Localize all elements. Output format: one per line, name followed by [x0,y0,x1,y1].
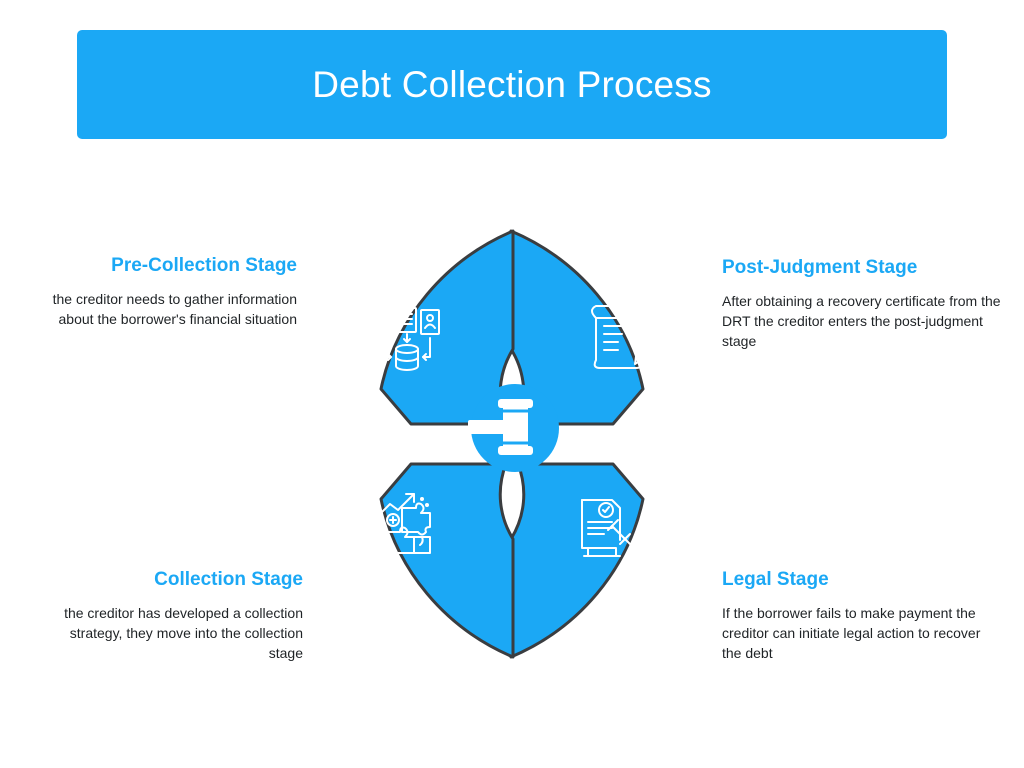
gavel-icon [468,399,533,455]
stage-description: the creditor needs to gather information… [52,291,297,327]
center-badge [468,384,559,472]
stage-heading: Legal Stage [722,569,829,590]
segment-collection [379,462,515,659]
stage-legal: Legal Stage If the borrower fails to mak… [722,569,992,663]
stage-heading: Pre-Collection Stage [111,255,297,276]
page-title: Debt Collection Process [312,63,712,105]
title-banner: Debt Collection Process [77,30,947,139]
stage-heading: Collection Stage [154,569,303,590]
segment-legal [509,462,645,659]
stage-pre-collection: Pre-Collection Stage the creditor needs … [27,255,297,329]
strategy-puzzle-icon [379,493,431,554]
data-gathering-icon [374,307,440,371]
stage-collection: Collection Stage the creditor has develo… [33,569,303,663]
stage-description: the creditor has developed a collection … [64,605,303,661]
stage-post-judgment: Post-Judgment Stage After obtaining a re… [722,257,1007,351]
stage-heading: Post-Judgment Stage [722,257,918,278]
stage-description: If the borrower fails to make payment th… [722,605,981,661]
certificate-icon [591,305,655,369]
stage-description: After obtaining a recovery certificate f… [722,293,1001,349]
legal-document-gavel-icon [581,499,641,557]
